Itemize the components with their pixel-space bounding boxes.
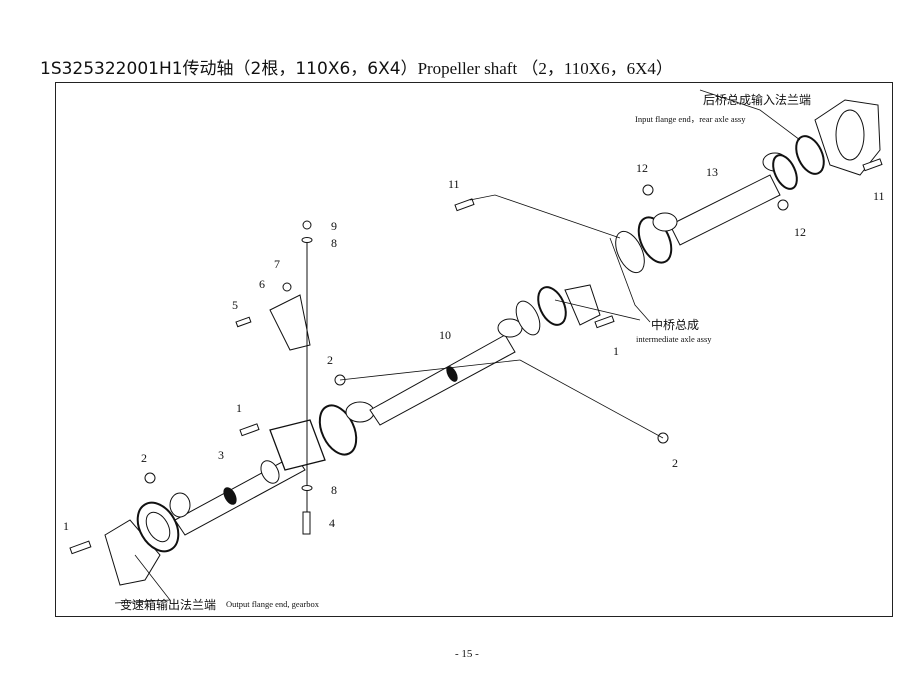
rear-axle-label-en: Input flange end，rear axle assy — [635, 114, 746, 124]
title-code: 1S325322001H1传动轴（2根，110X6，6X4） — [40, 59, 418, 79]
center-bearing-bracket — [269, 240, 326, 515]
diagram-frame — [55, 82, 893, 617]
callout-5: 5 — [232, 298, 238, 312]
callout-6: 6 — [259, 277, 265, 291]
rear-axle-housing — [814, 99, 881, 176]
callout-1: 1 — [613, 344, 619, 358]
page-title: 1S325322001H1传动轴（2根，110X6，6X4）Propeller … — [40, 54, 673, 79]
callout-8: 8 — [331, 236, 337, 250]
callout-10: 10 — [439, 328, 451, 342]
gearbox-label-en: Output flange end, gearbox — [226, 599, 319, 609]
rear-axle-label-cn: 后桥总成输入法兰端 — [703, 93, 812, 107]
callout-8: 8 — [331, 483, 337, 497]
callout-1: 1 — [63, 519, 69, 533]
callout-11: 11 — [448, 177, 460, 191]
callout-1: 1 — [236, 401, 242, 415]
title-english: Propeller shaft （2，110X6，6X4） — [417, 59, 673, 78]
intermediate-axle-label-cn: 中桥总成 — [651, 318, 700, 332]
gearbox-flange — [104, 501, 180, 586]
callout-4: 4 — [329, 516, 335, 530]
page-number: - 15 - — [455, 648, 479, 660]
callout-13: 13 — [706, 165, 718, 179]
coupling-flange — [318, 401, 375, 456]
intermediate-axle-label-en: intermediate axle assy — [636, 334, 712, 344]
callout-2: 2 — [327, 353, 333, 367]
gearbox-label-cn: 变速箱输出法兰端 — [120, 598, 217, 612]
callout-9: 9 — [331, 219, 337, 233]
callout-7: 7 — [274, 257, 280, 271]
leader-lines — [114, 89, 801, 604]
callout-12: 12 — [794, 225, 806, 239]
shaft-3 — [169, 454, 306, 536]
bolts-and-nuts — [69, 158, 883, 555]
callout-2: 2 — [672, 456, 678, 470]
shaft-13 — [652, 135, 825, 246]
callout-3: 3 — [218, 448, 224, 462]
callout-11: 11 — [873, 189, 885, 203]
callout-12: 12 — [636, 161, 648, 175]
callout-2: 2 — [141, 451, 147, 465]
